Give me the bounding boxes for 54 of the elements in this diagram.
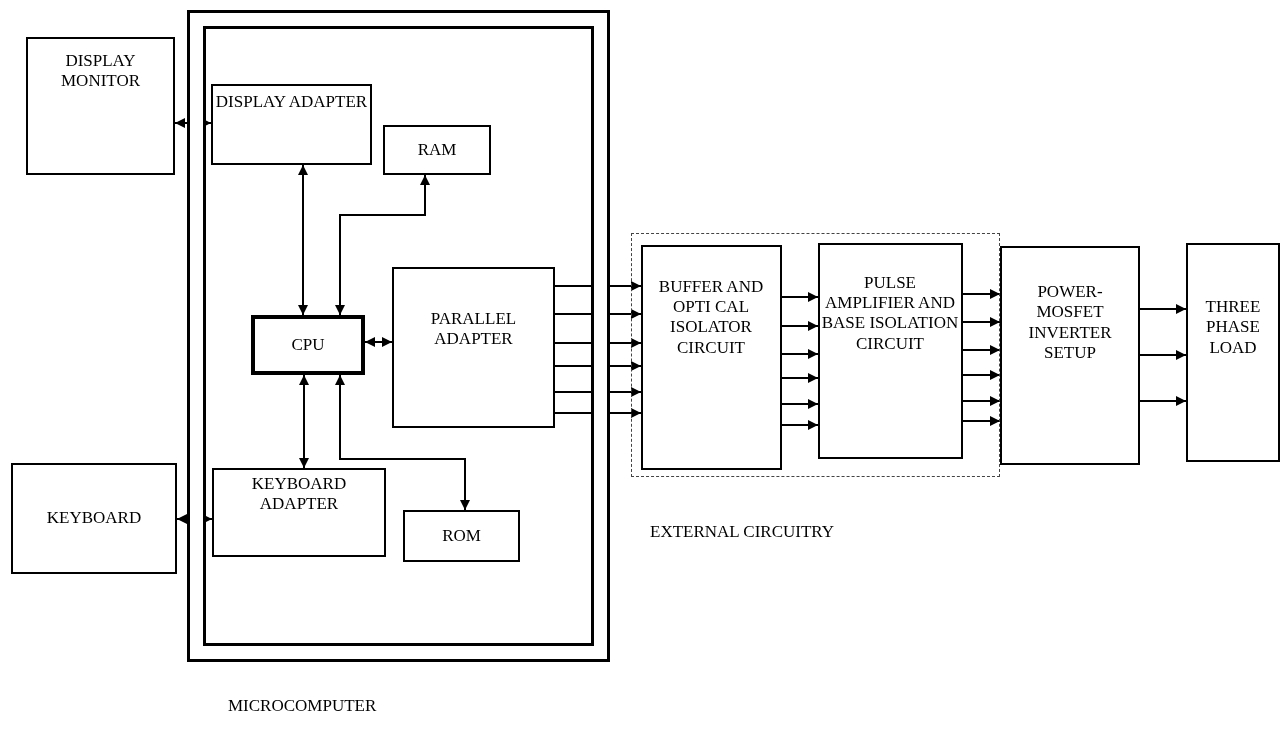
block-label: POWER- MOSFET INVERTER SETUP <box>1027 282 1113 364</box>
arrow <box>174 118 212 128</box>
arrow <box>781 321 819 331</box>
group-label: EXTERNAL CIRCUITRY <box>650 522 834 543</box>
block-label: ROM <box>442 525 481 547</box>
block-box <box>640 244 782 470</box>
block-label: PULSE AMPLIFIER AND BASE ISOLATION CIRCUIT <box>820 272 960 355</box>
block-label: DISPLAY ADAPTER <box>215 92 368 113</box>
arrow <box>299 374 309 469</box>
block-box <box>1000 246 1140 465</box>
group-label: MICROCOMPUTER <box>228 696 377 717</box>
block-label: DISPLAY MONITOR <box>60 51 141 92</box>
block-label: CPU <box>291 334 325 356</box>
arrow <box>554 309 642 319</box>
block-box <box>212 468 386 557</box>
arrow <box>1139 396 1187 406</box>
block-box <box>251 315 365 375</box>
arrow <box>962 396 1001 406</box>
arrow <box>962 416 1001 426</box>
arrow <box>962 345 1001 355</box>
block-label: KEYBOARD <box>46 508 142 529</box>
block-box <box>1186 243 1280 462</box>
arrow <box>781 349 819 359</box>
block-box <box>403 510 520 562</box>
arrow <box>298 164 308 316</box>
block-box <box>11 463 177 574</box>
block-label: KEYBOARD ADAPTER <box>250 474 348 515</box>
arrow <box>335 174 430 316</box>
block-label: THREE PHASE LOAD <box>1204 297 1262 359</box>
block-label: BUFFER AND OPTI CAL ISOLATOR CIRCUIT <box>657 276 765 359</box>
arrow <box>962 317 1001 327</box>
block-label: PARALLEL ADAPTER <box>429 309 518 350</box>
block-box <box>392 267 555 428</box>
arrow <box>554 408 642 418</box>
block-box <box>817 242 963 459</box>
arrow <box>781 420 819 430</box>
arrow <box>554 338 642 348</box>
block-box <box>26 37 175 175</box>
block-box <box>383 125 491 175</box>
arrow <box>1139 350 1187 360</box>
arrow <box>335 374 470 511</box>
arrow <box>176 514 213 524</box>
block-label: RAM <box>417 139 457 161</box>
arrow <box>1139 304 1187 314</box>
arrow <box>781 399 819 409</box>
arrow <box>554 361 642 371</box>
arrow <box>554 281 642 291</box>
arrow <box>781 373 819 383</box>
arrow <box>962 370 1001 380</box>
block-box <box>211 84 372 165</box>
arrow <box>781 292 819 302</box>
arrow <box>962 289 1001 299</box>
arrow <box>554 387 642 397</box>
arrow <box>364 337 393 347</box>
